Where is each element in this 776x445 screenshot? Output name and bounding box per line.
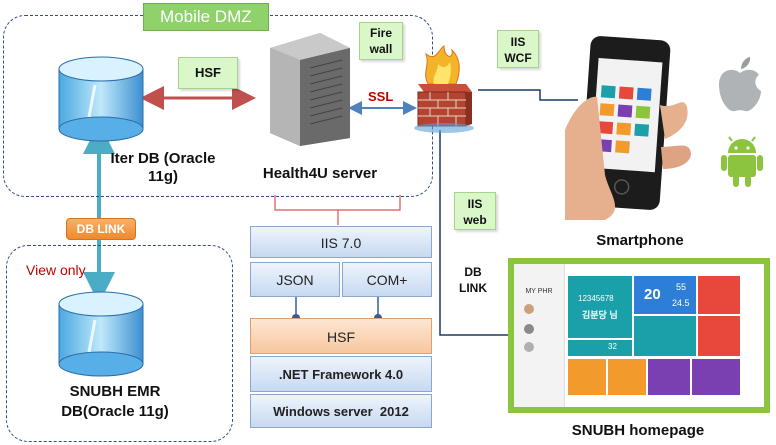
tile-teal-3: 32 <box>568 340 632 356</box>
iter-db-icon <box>58 56 144 142</box>
snubh-emr-db-icon <box>58 291 144 377</box>
firewall-phone-line <box>478 89 578 101</box>
health4u-server-icon <box>270 33 350 146</box>
iis-box: IIS 7.0 <box>250 226 432 258</box>
tile-purple-1 <box>648 359 690 395</box>
tile-teal: 12345678 김분당 님 <box>568 276 632 338</box>
firewall-icon <box>414 45 474 133</box>
firewall-label: Fire wall <box>359 22 403 60</box>
tile-red <box>698 276 740 314</box>
iter-db-label: Iter DB (Oracle 11g) <box>110 150 216 185</box>
view-only-label: View only <box>26 262 86 278</box>
net-framework-box: .NET Framework 4.0 <box>250 356 432 392</box>
tile-red-2 <box>698 316 740 356</box>
tile-orange-1 <box>568 359 606 395</box>
tile-blue-temp: 20 55 24.5 <box>634 276 696 314</box>
tile-humidity: 55 <box>676 282 687 292</box>
db-link-box: DB LINK <box>66 218 136 240</box>
ssl-label: SSL <box>368 89 394 104</box>
mobile-dmz-label: Mobile DMZ <box>143 3 269 31</box>
health4u-server-label: Health4U server <box>262 165 378 182</box>
tile-name: 김분당 님 <box>582 310 618 320</box>
hsf-box: HSF <box>250 318 432 354</box>
tile-orange-2 <box>608 359 646 395</box>
tile-temp: 20 <box>644 286 661 303</box>
emr-zone <box>6 245 233 442</box>
tile-count: 32 <box>608 342 617 351</box>
json-box: JSON <box>250 262 340 297</box>
avatar <box>524 304 534 314</box>
iis-wcf-label: IIS WCF <box>497 30 539 68</box>
homepage-sidebar: MY PHR <box>514 264 565 407</box>
snubh-homepage-label: SNUBH homepage <box>571 422 705 439</box>
hsf-arrow-label: HSF <box>178 57 238 89</box>
avatar <box>524 342 534 352</box>
android-icon <box>721 136 763 187</box>
firewall-homepage-line <box>439 130 508 336</box>
tile-number: 12345678 <box>578 294 614 303</box>
avatar <box>524 324 534 334</box>
tile-temp2: 24.5 <box>672 298 690 308</box>
homepage-menu-title: MY PHR <box>525 288 553 295</box>
smartphone-icon <box>565 36 691 220</box>
tile-purple-2 <box>692 359 740 395</box>
smartphone-label: Smartphone <box>596 232 684 249</box>
windows-server-box: Windows server 2012 <box>250 394 432 428</box>
tile-teal-2 <box>634 316 696 356</box>
com-box: COM+ <box>342 262 432 297</box>
db-link-text: DB LINK <box>459 265 487 295</box>
apple-icon <box>719 57 761 112</box>
iis-web-label: IIS web <box>454 192 496 230</box>
server-bracket <box>274 195 401 211</box>
homepage-content: MY PHR 12345678 김분당 님 20 55 24.5 32 <box>514 264 764 407</box>
snubh-emr-label: SNUBH EMR DB(Oracle 11g) <box>61 383 169 420</box>
snubh-homepage-screen: MY PHR 12345678 김분당 님 20 55 24.5 32 <box>508 258 770 413</box>
